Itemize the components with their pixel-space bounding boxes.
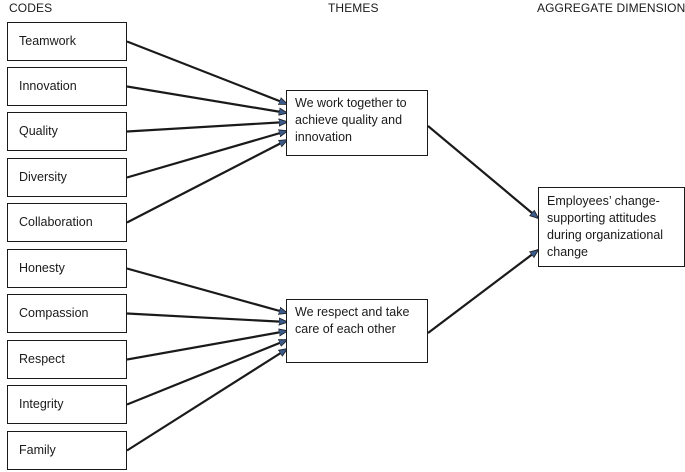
theme-label-teamwork-quality: We work together to achieve quality and … [295,96,407,144]
arrow-respect-to-theme [126,331,287,361]
arrow-theme-2-to-aggregate [427,250,538,334]
code-label-integrity: Integrity [19,397,64,411]
themes-header: THEMES [328,1,379,15]
code-box-innovation: Innovation [7,67,127,106]
code-box-integrity: Integrity [7,385,127,424]
code-label-diversity: Diversity [19,170,67,184]
code-box-collaboration: Collaboration [7,203,127,242]
arrow-honesty-to-theme [126,267,287,314]
arrow-theme-1-to-aggregate [427,125,538,218]
code-label-honesty: Honesty [19,261,65,275]
code-box-honesty: Honesty [7,249,127,288]
code-label-respect: Respect [19,352,65,366]
theme-box-respect-care: We respect and take care of each other [286,299,428,363]
codes-header: CODES [9,1,53,15]
aggregate-dimension-label: Employees’ change-supporting attitudes d… [547,194,664,259]
code-box-teamwork: Teamwork [7,22,127,61]
arrow-integrity-to-theme [126,338,287,406]
code-box-compassion: Compassion [7,294,127,333]
arrow-teamwork-to-theme [126,40,287,106]
aggregate-dimension-box: Employees’ change-supporting attitudes d… [538,187,685,267]
code-label-teamwork: Teamwork [19,34,76,48]
arrow-innovation-to-theme [126,85,287,114]
arrow-diversity-to-theme [126,131,287,179]
theme-box-teamwork-quality: We work together to achieve quality and … [286,90,428,156]
arrow-quality-to-theme [126,122,287,133]
aggregate-header: AGGREGATE DIMENSION [537,1,685,15]
code-label-compassion: Compassion [19,306,89,320]
arrow-compassion-to-theme [126,312,287,323]
code-box-family: Family [7,431,127,470]
code-label-collaboration: Collaboration [19,215,93,229]
arrow-family-to-theme [126,349,287,452]
code-box-respect: Respect [7,340,127,379]
code-box-diversity: Diversity [7,158,127,197]
code-label-quality: Quality [19,124,58,138]
code-label-family: Family [19,443,56,457]
code-label-innovation: Innovation [19,79,77,93]
theme-label-respect-care: We respect and take care of each other [295,305,410,336]
arrow-collaboration-to-theme [126,139,287,224]
code-box-quality: Quality [7,112,127,151]
